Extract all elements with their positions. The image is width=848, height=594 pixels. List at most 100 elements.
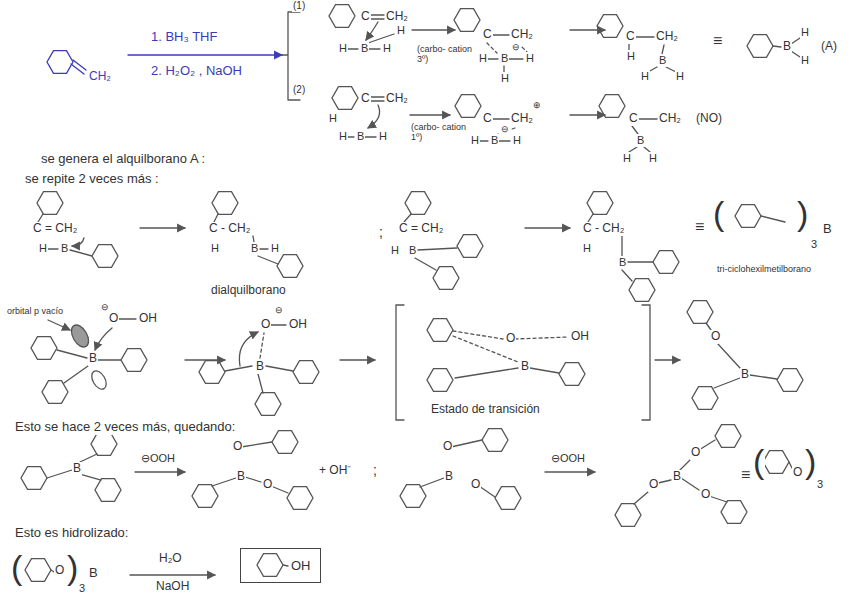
atom-label: ≡ [740, 466, 751, 484]
annotation-text: (carbo- cation 3º) [416, 44, 474, 65]
cyclohexane-ring [482, 429, 508, 452]
cyclohexane-ring [37, 192, 63, 215]
reaction-arrow [128, 54, 282, 55]
curly-arrow [368, 105, 380, 128]
atom-label: H [378, 130, 388, 143]
atom-label: CH₂ [385, 92, 409, 106]
atom-label: O [442, 440, 453, 454]
atom-label: B [490, 134, 499, 147]
atom-label: H [800, 54, 810, 67]
atom-label: ⊖OOH [140, 452, 176, 465]
cyclohexane-ring [25, 559, 51, 582]
curly-arrow [366, 22, 378, 40]
atom-label: B [618, 256, 627, 269]
atom-label: B [88, 566, 99, 581]
atom-label: B [672, 470, 682, 484]
atom-label: O [648, 478, 659, 492]
atom-label: ; [372, 462, 378, 478]
p-orbital-lobe [89, 368, 109, 391]
atom-label: O [54, 564, 65, 578]
reaction-arrow [412, 29, 455, 30]
cyclohexane-ring [777, 369, 803, 392]
atom-label: 3 [816, 478, 824, 491]
atom-label: H [328, 112, 338, 125]
cyclohexane-ring [255, 393, 281, 416]
atom-label: OH [570, 330, 590, 344]
atom-label: ≡ [694, 218, 705, 236]
atom-label: ( [712, 196, 725, 230]
atom-label: CH₂ [88, 70, 112, 84]
atom-label: B [500, 52, 509, 65]
atom-label: B [658, 54, 667, 67]
atom-label: O [690, 446, 701, 460]
cyclohexane-ring [457, 235, 483, 258]
cyclohexane-ring [747, 35, 773, 58]
atom-label: 3 [810, 238, 818, 251]
atom-label: O [710, 330, 721, 344]
annotation-text: orbital p vacío [6, 306, 64, 316]
atom-label: B [740, 368, 750, 382]
annotation-text: Estado de transición [430, 403, 541, 417]
reaction-arrow [410, 114, 450, 115]
cyclohexane-ring [587, 192, 613, 215]
atom-label: B [88, 352, 98, 366]
cyclohexane-ring [277, 255, 303, 278]
reaction-arrow [655, 359, 680, 360]
cyclohexane-ring [735, 205, 761, 228]
cyclohexane-ring [212, 192, 238, 215]
atom-label: B [782, 40, 792, 54]
atom-label: H [270, 242, 280, 255]
cyclohexane-ring [721, 501, 747, 524]
atom-label: H [382, 42, 392, 55]
atom-label: B [360, 42, 369, 55]
cyclohexane-ring [427, 369, 453, 392]
atom-label: B [255, 360, 265, 374]
annotation-text: C - CH₂ [582, 222, 625, 236]
atom-label: ⊖ [500, 124, 510, 134]
atom-label: C [628, 112, 639, 126]
atom-label: B [408, 244, 417, 257]
annotation-text: tri-ciclohexilmetilborano [716, 264, 812, 274]
atom-label: C [482, 112, 493, 126]
square-bracket [396, 305, 650, 420]
atom-label: CH₂ [658, 112, 682, 126]
cyclohexane-ring [91, 433, 117, 456]
atom-label: OH [138, 312, 158, 326]
cyclohexane-ring [92, 245, 118, 268]
annotation-text: 1. BH₃ THF [150, 30, 218, 45]
atom-label: H [38, 242, 48, 255]
cyclohexane-ring [653, 251, 679, 274]
atom-label: H [800, 26, 810, 39]
reaction-arrow [525, 227, 570, 228]
annotation-text: se repite 2 veces más : [24, 172, 160, 187]
cyclohexane-ring [597, 15, 623, 38]
reaction-arrow [570, 114, 605, 115]
product-box: OH [240, 548, 321, 583]
cyclohexane-ring [692, 387, 718, 410]
atom-label: (2) [292, 84, 306, 96]
atom-label: H [478, 52, 488, 65]
atom-label: ( [10, 550, 23, 584]
cyclohexane-ring [495, 487, 521, 510]
leader-arrow [48, 320, 70, 330]
curly-arrow [95, 328, 112, 350]
cyclohexane-ring [615, 504, 641, 527]
atom-label: H [500, 72, 510, 85]
annotation-text: Esto es hidrolizado: [14, 526, 129, 541]
cyclohexane-ring [433, 267, 459, 290]
cyclohexane-ring [405, 192, 431, 215]
annotation-text: + OH⁻ [318, 464, 352, 478]
atom-label: H [582, 242, 592, 255]
annotation-text: 2. H₂O₂ , NaOH [150, 64, 243, 79]
atom-label: ⊖ [511, 42, 521, 52]
atom-label: H [470, 134, 480, 147]
cyclohexane-ring [287, 487, 313, 510]
atom-label: ⊖ [274, 305, 284, 315]
atom-label: (1) [292, 0, 306, 12]
atom-label: C [482, 28, 493, 42]
reaction-arrow [545, 471, 595, 472]
atom-label: CH₂ [510, 112, 534, 126]
atom-label: H [626, 50, 636, 63]
cyclohexane-ring [427, 319, 453, 342]
double-bond [71, 60, 86, 74]
